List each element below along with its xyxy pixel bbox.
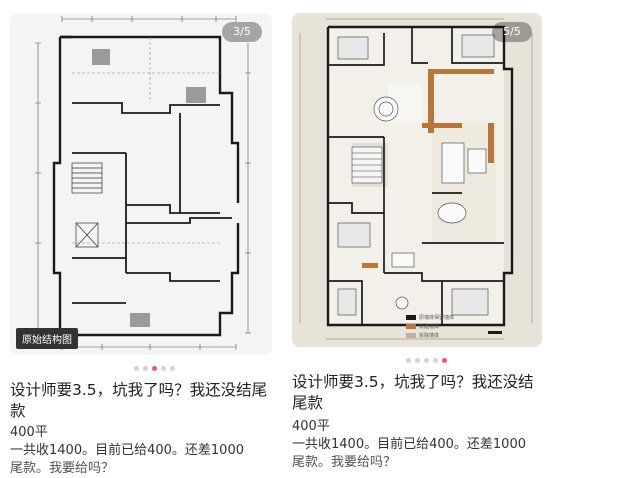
desc-line: 400平 [10,425,48,440]
carousel-dot[interactable] [143,366,148,371]
legend-label: 新建墙体 [419,324,440,330]
desc-line: 一共收1400。目前已给400。还差1000 [10,443,244,458]
floor-plan-image-design[interactable]: 5/5 原墙体保留墙体 新建墙体 拆除墙体 [292,13,542,347]
desc-line: 尾款。我要给吗？ [10,461,115,476]
carousel-dot[interactable] [424,358,429,363]
carousel-dot[interactable] [161,366,166,371]
legend-swatch [406,324,416,329]
note-description: 400平 一共收1400。目前已给400。还差1000 尾款。我要给吗？ [292,418,542,472]
note-title[interactable]: 设计师要3.5，坑我了吗？我还没结尾款 [292,373,534,412]
original-structure-plan [10,13,272,355]
legend-label: 拆除墙体 [419,333,440,339]
carousel-dots [134,366,175,371]
carousel-dot-active[interactable] [152,366,157,371]
furnished-floor-plan [292,13,542,347]
legend-item: 原墙体保留墙体 [406,314,476,321]
image-counter: 3/5 [222,22,262,42]
carousel-dot[interactable] [406,358,411,363]
note-description: 400平 一共收1400。目前已给400。还差1000 尾款。我要给吗？ [10,424,272,478]
desc-line: 400平 [292,419,330,434]
carousel-dots [406,358,447,363]
legend-item: 拆除墙体 [406,332,476,339]
legend-item: 新建墙体 [406,323,476,330]
carousel-dot[interactable] [433,358,438,363]
note-title[interactable]: 设计师要3.5，坑我了吗？我还没结尾款 [10,381,268,420]
legend-swatch [406,315,416,320]
carousel-dot-active[interactable] [442,358,447,363]
floor-plan-image-original[interactable]: 3/5 原始结构图 [10,13,272,355]
desc-line: 一共收1400。目前已给400。还差1000 [292,437,526,452]
plan-legend: 原墙体保留墙体 新建墙体 拆除墙体 [406,314,476,341]
carousel-dot[interactable] [134,366,139,371]
carousel-dot[interactable] [170,366,175,371]
image-tag: 原始结构图 [16,328,78,349]
legend-label: 原墙体保留墙体 [419,315,455,321]
desc-line: 尾款。我要给吗？ [292,455,397,470]
image-counter: 5/5 [492,22,532,42]
legend-swatch [406,333,416,338]
carousel-dot[interactable] [415,358,420,363]
